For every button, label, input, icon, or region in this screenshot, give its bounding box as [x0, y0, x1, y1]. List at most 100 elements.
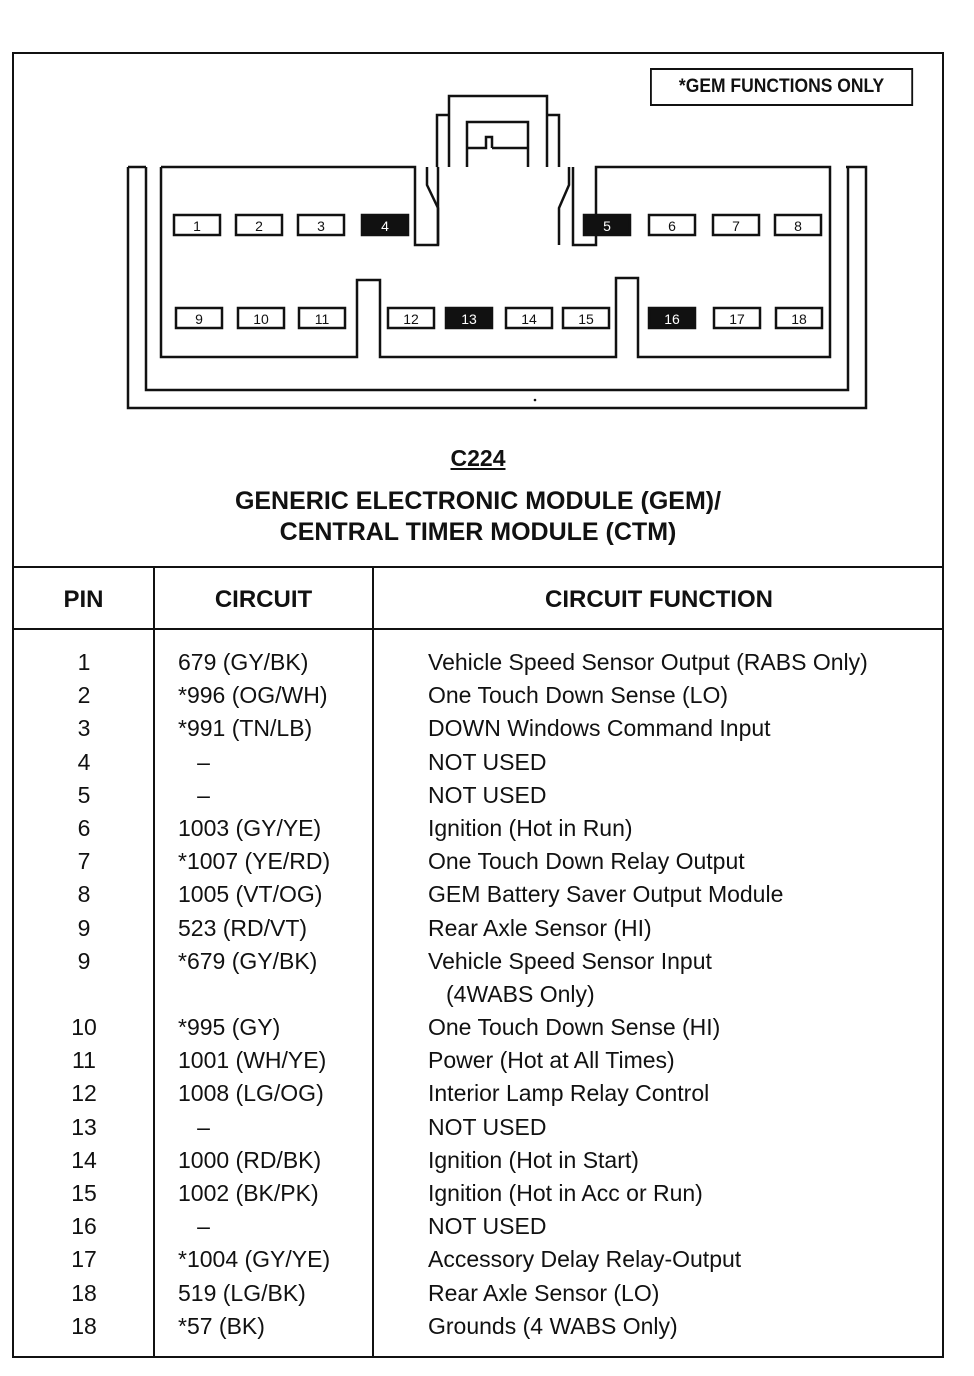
pin-cell: 2	[77, 682, 91, 709]
function-cell: Grounds (4 WABS Only)	[428, 1312, 678, 1339]
table-header-rule	[12, 628, 944, 630]
pin-number-label: 8	[794, 218, 802, 234]
connector-dot-mark	[533, 398, 537, 402]
circuit-cell: –	[178, 1213, 210, 1240]
table-row: 9*679 (GY/BK)Vehicle Speed Sensor Input	[0, 945, 974, 978]
table-top-rule	[12, 566, 944, 568]
pin-cavity-13: 13	[444, 306, 494, 330]
pin-number-label: 16	[664, 311, 680, 327]
table-row: 17*1004 (GY/YE)Accessory Delay Relay-Out…	[0, 1243, 974, 1276]
function-cell: Ignition (Hot in Start)	[428, 1146, 639, 1173]
pin-cavity-18: 18	[774, 306, 824, 330]
pin-cavity-box	[773, 213, 823, 237]
pin-number-label: 18	[791, 311, 807, 327]
pin-cavity-14: 14	[504, 306, 554, 330]
connector-title: GENERIC ELECTRONIC MODULE (GEM)/ CENTRAL…	[12, 486, 944, 548]
pin-number-label: 9	[195, 311, 203, 327]
pin-cell: 14	[71, 1146, 97, 1173]
function-cell: One Touch Down Relay Output	[428, 848, 745, 875]
pin-cavity-10: 10	[236, 306, 286, 330]
pin-cavity-box	[582, 213, 632, 237]
table-row: 10 *995 (GY) One Touch Down Sense (HI)	[0, 1011, 974, 1044]
function-cell: Interior Lamp Relay Control	[428, 1080, 710, 1107]
function-cell: Vehicle Speed Sensor Input	[428, 947, 712, 974]
function-cell: Ignition (Hot in Run)	[428, 814, 633, 841]
pin-cavity-box	[236, 306, 286, 330]
circuit-cell: *1004 (GY/YE)	[178, 1246, 331, 1273]
function-cell: Ignition (Hot in Acc or Run)	[428, 1180, 703, 1206]
circuit-cell: 1005 (VT/OG)	[178, 881, 323, 908]
pin-number-label: 12	[403, 311, 419, 327]
pin-cavity-5: 5	[582, 213, 632, 237]
pin-cell: 18	[71, 1312, 97, 1339]
pin-cell: 5	[77, 781, 91, 808]
pin-cell: 13	[71, 1113, 97, 1140]
pin-cavity-box	[504, 306, 554, 330]
pin-cell: 9	[77, 947, 91, 974]
pin-number-label: 10	[253, 311, 269, 327]
function-cell: Power (Hot at All Times)	[428, 1047, 675, 1074]
function-cell: (4WABS Only)	[446, 980, 595, 1007]
circuit-cell: *57 (BK)	[178, 1312, 265, 1339]
pin-cavity-12: 12	[386, 306, 436, 330]
table-row: 5 –NOT USED	[0, 779, 974, 812]
table-column-divider-1	[153, 566, 155, 1358]
pin-cavity-15: 15	[561, 306, 611, 330]
circuit-cell: 519 (LG/BK)	[178, 1279, 306, 1306]
table-row: 16 –NOT USED	[0, 1210, 974, 1243]
connector-latch-body	[447, 94, 549, 167]
pin-cell: 17	[71, 1246, 97, 1273]
pin-cavity-box	[174, 306, 224, 330]
pin-number-label: 2	[255, 218, 263, 234]
pin-cavity-box	[234, 213, 284, 237]
pin-cell: 18	[71, 1279, 97, 1306]
table-row: 7*1007 (YE/RD)One Touch Down Relay Outpu…	[0, 845, 974, 878]
connector-outer-housing	[126, 165, 868, 410]
function-cell: NOT USED	[428, 1113, 547, 1140]
pin-number-label: 5	[603, 218, 611, 234]
pin-number-label: 15	[578, 311, 594, 327]
pin-cavity-box	[296, 213, 346, 237]
pin-cavity-1: 1	[172, 213, 222, 237]
gem-functions-only-badge: *GEM FUNCTIONS ONLY	[650, 68, 914, 106]
function-cell: One Touch Down Sense (LO)	[428, 682, 729, 709]
pin-number-label: 3	[317, 218, 325, 234]
pin-cavity-16: 16	[647, 306, 697, 330]
table-row-continuation: (4WABS Only)	[0, 978, 974, 1011]
connector-latch-right-arm	[547, 113, 561, 167]
function-cell: Rear Axle Sensor (LO)	[428, 1279, 660, 1306]
pin-cavity-box	[711, 213, 761, 237]
pin-cavity-box	[172, 213, 222, 237]
pin-cell: 1	[77, 649, 91, 675]
connector-latch-left-arm	[435, 113, 449, 167]
pin-cavity-3: 3	[296, 213, 346, 237]
circuit-cell: 523 (RD/VT)	[178, 914, 308, 941]
function-cell: One Touch Down Sense (HI)	[428, 1014, 721, 1041]
pin-number-label: 4	[381, 218, 389, 234]
function-cell: Vehicle Speed Sensor Output (RABS Only)	[428, 649, 868, 675]
pin-cavity-box	[647, 213, 697, 237]
pin-number-label: 13	[461, 311, 477, 327]
pin-cell: 4	[77, 748, 91, 775]
circuit-cell: 1003 (GY/YE)	[178, 814, 322, 841]
table-row: 18 *57 (BK) Grounds (4 WABS Only)	[0, 1310, 974, 1343]
function-cell: Rear Axle Sensor (HI)	[428, 914, 652, 941]
circuit-cell: 1001 (WH/YE)	[178, 1047, 327, 1074]
connector-middle-wall	[144, 167, 850, 392]
function-cell: NOT USED	[428, 748, 547, 775]
pin-cell: 11	[72, 1047, 96, 1074]
pin-number-label: 6	[668, 218, 676, 234]
pin-cavity-box	[561, 306, 611, 330]
pin-cell: 10	[71, 1014, 97, 1041]
circuit-cell: *995 (GY)	[178, 1014, 281, 1041]
pin-cavity-4: 4	[360, 213, 410, 237]
circuit-cell: –	[178, 781, 210, 808]
